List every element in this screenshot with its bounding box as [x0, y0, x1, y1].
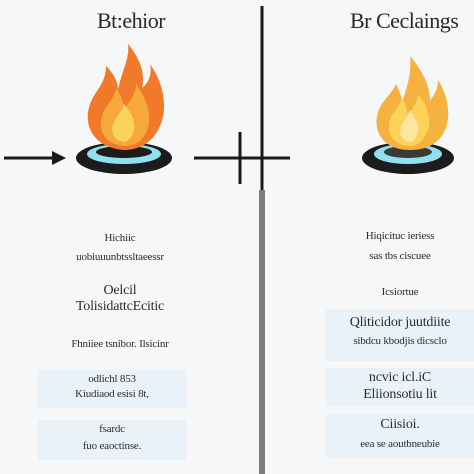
right-box-1-line-2: sibdcu kbodjis dicsclo [353, 335, 447, 347]
left-title: Bt:ehior [96, 8, 166, 33]
right-box-2-line-1: ncvic icl.iC [368, 370, 432, 385]
left-info-box-2: fsardc fuo eaoctinse. [38, 420, 186, 460]
right-box-3-line-1: Ciisioi. [380, 417, 420, 432]
right-burner-icon [362, 142, 454, 174]
right-info-box-1: Qliticidor juutdiite sibdcu kbodjis dics… [326, 309, 474, 361]
left-burner-icon [76, 142, 172, 174]
left-box-1-line-2: Kiudiaod esisi 8t, [75, 388, 149, 400]
right-flame-icon [376, 56, 449, 150]
left-box-2-line-2: fuo eaoctinse. [82, 440, 142, 452]
right-box-1-line-1: Qliticidor juutdiite [349, 315, 451, 330]
left-box-2-line-1: fsardc [99, 423, 125, 435]
right-line-2: sas tbs ciscuee [369, 250, 431, 262]
right-line-3: Icsiortue [381, 286, 419, 298]
left-line-2: uobiuuunbtssltaeessr [76, 251, 164, 263]
left-line-3: Oelcil [103, 283, 137, 298]
right-line-1: Hiqicituc ieriess [365, 230, 435, 242]
right-info-box-2: ncvic icl.iC Eliionsotiu lit [326, 368, 474, 406]
left-line-1: Hichiic [104, 232, 136, 244]
left-line-4: TolisidattcEcitic [75, 299, 165, 314]
left-box-1-line-1: odlichl 853 [88, 373, 136, 385]
arrow-head-icon [52, 151, 66, 165]
right-box-3-line-2: eea se aoutbneubie [360, 438, 440, 450]
right-info-box-3: Ciisioi. eea se aoutbneubie [326, 414, 474, 458]
left-flame-icon [87, 44, 165, 150]
right-box-2-line-2: Eliionsotiu lit [363, 387, 437, 402]
right-title: Br Ceclaings [350, 8, 459, 33]
left-line-5: Fhniiee tsnibor. Ilsicinr [71, 338, 169, 350]
left-info-box-1: odlichl 853 Kiudiaod esisi 8t, [38, 370, 186, 408]
